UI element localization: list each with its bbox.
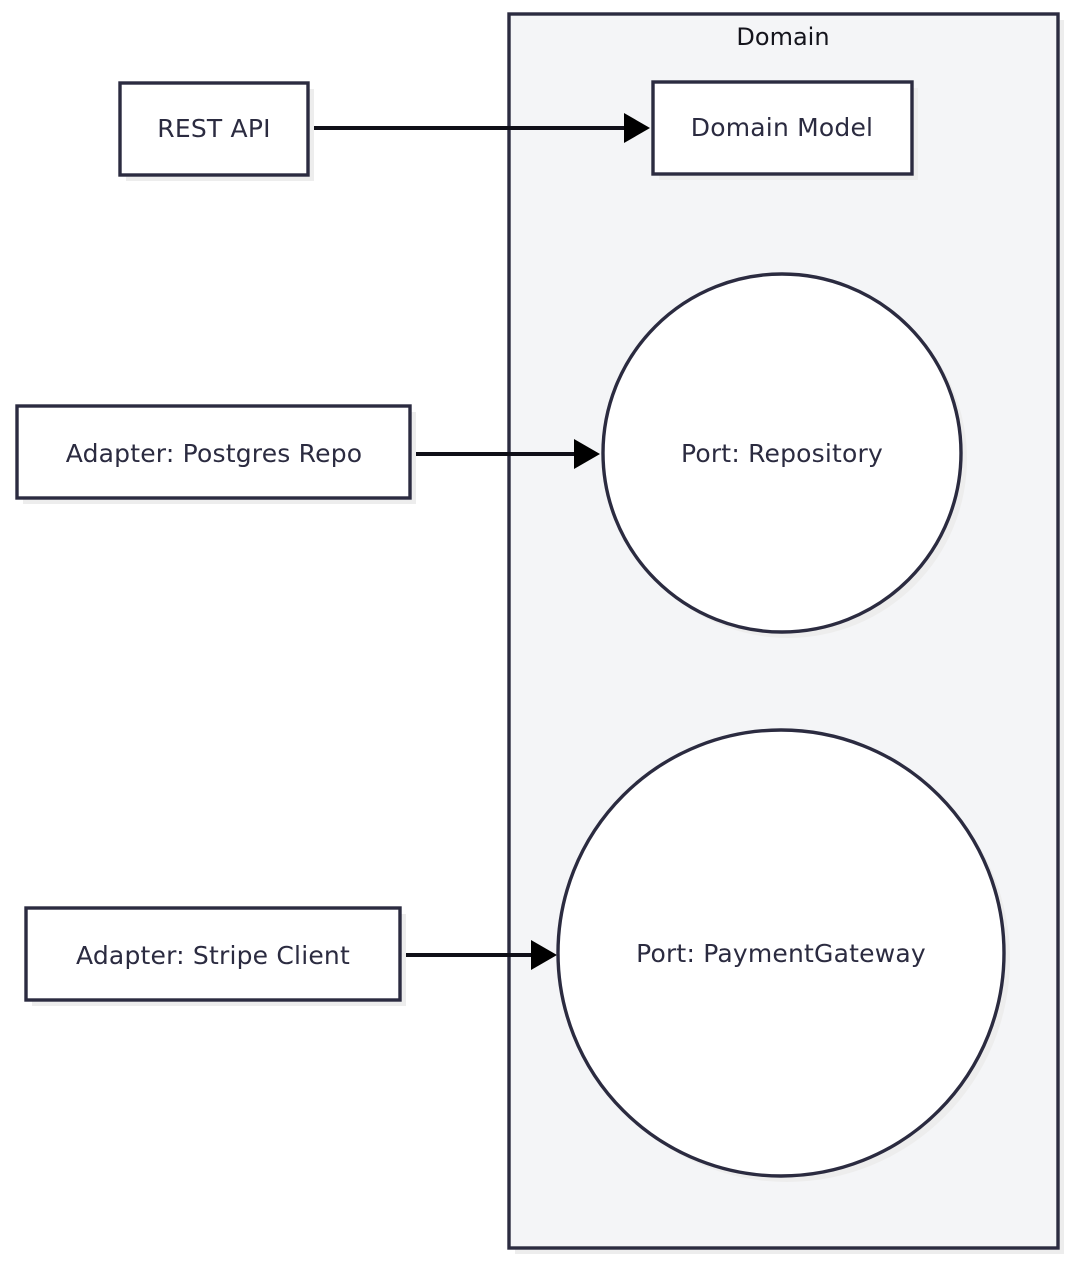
node-port-repository-label: Port: Repository [681, 439, 883, 468]
node-port-paymentgateway[interactable]: Port: PaymentGateway [556, 728, 1010, 1182]
node-rest-api-label: REST API [157, 114, 270, 143]
node-adapter-stripe-client[interactable]: Adapter: Stripe Client [24, 906, 406, 1006]
node-domain-model[interactable]: Domain Model [651, 80, 918, 180]
node-domain-model-label: Domain Model [691, 113, 873, 142]
node-rest-api[interactable]: REST API [118, 81, 314, 181]
edge-rest-to-model[interactable] [308, 113, 650, 143]
node-rest-api-box[interactable] [118, 81, 310, 177]
node-adapter-stripe-client-box[interactable] [24, 906, 402, 1002]
edge-postgres-to-repository[interactable] [410, 439, 600, 469]
node-port-paymentgateway-circle[interactable] [556, 728, 1006, 1178]
node-adapter-postgres-repo-label: Adapter: Postgres Repo [66, 439, 363, 468]
node-adapter-postgres-repo-box[interactable] [15, 404, 412, 500]
edge-rest-to-model-arrowhead [624, 113, 650, 143]
node-port-repository[interactable]: Port: Repository [601, 272, 967, 638]
node-port-paymentgateway-label: Port: PaymentGateway [636, 939, 926, 968]
edge-postgres-to-repository-arrowhead [574, 439, 600, 469]
node-adapter-stripe-client-label: Adapter: Stripe Client [76, 941, 350, 970]
edge-stripe-to-payment[interactable] [400, 940, 557, 970]
node-adapter-postgres-repo[interactable]: Adapter: Postgres Repo [15, 404, 416, 504]
edge-stripe-to-payment-arrowhead [531, 940, 557, 970]
node-port-repository-circle[interactable] [601, 272, 963, 634]
node-domain-model-box[interactable] [651, 80, 914, 176]
domain-container-title: Domain [736, 23, 829, 51]
